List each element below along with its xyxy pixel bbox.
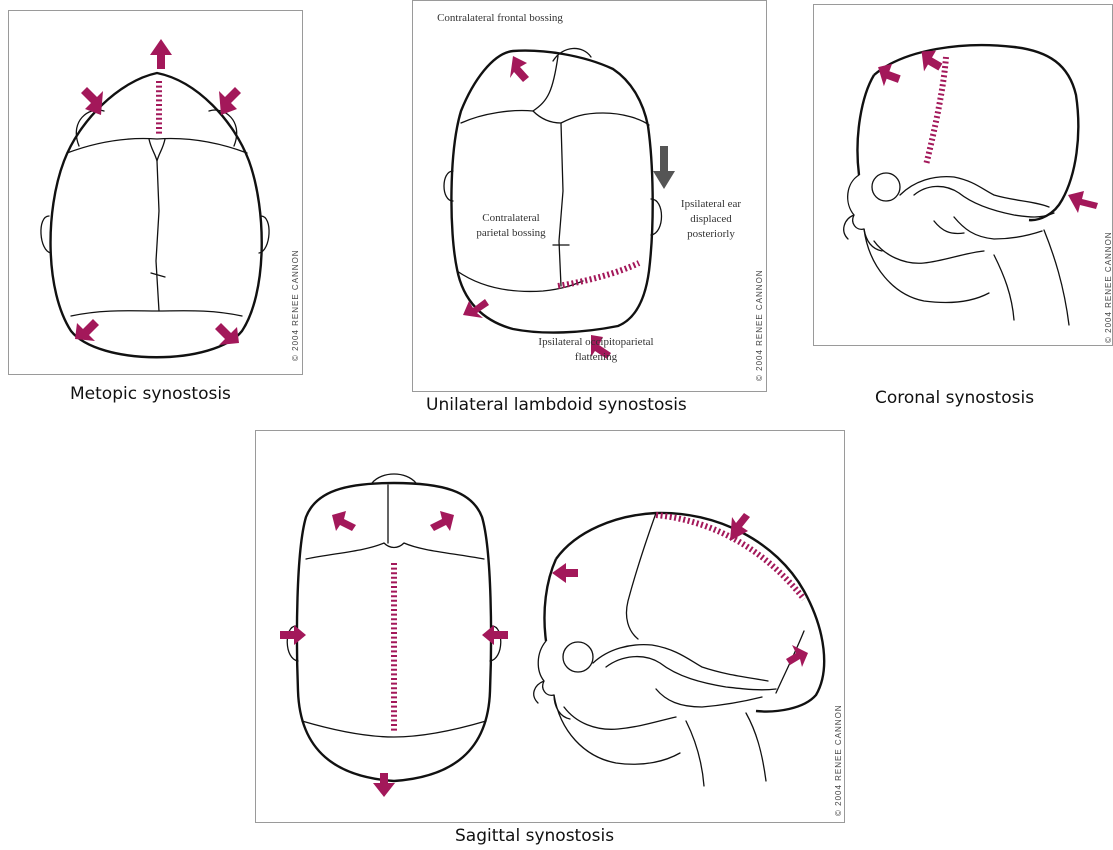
lambdoid-caption: Unilateral lambdoid synostosis	[426, 395, 687, 415]
frontal-bossing-label: Contralateral frontal bossing	[435, 11, 565, 26]
arrow-outward-icon	[430, 511, 454, 531]
sagittal-side-arrows	[552, 513, 808, 667]
coronal-panel: © 2004 RENEE CANNON	[813, 4, 1113, 346]
sagittal-skull-illustration	[256, 431, 845, 823]
occipitoparietal-flattening-label: Ipsilateral occipitoparietal flattening	[521, 335, 671, 365]
metopic-panel: © 2004 RENEE CANNON	[8, 10, 303, 375]
metopic-skull-illustration	[9, 11, 303, 375]
arrow-outward-icon	[332, 511, 356, 531]
ear-displaced-label: Ipsilateral ear displaced posteriorly	[671, 197, 751, 242]
arrow-inward-icon	[280, 625, 306, 645]
arrow-down-icon	[653, 146, 675, 189]
arrow-up-icon	[150, 39, 172, 69]
lambdoid-panel: Contralateral frontal bossing Ipsilatera…	[412, 0, 767, 392]
illustration-credit: © 2004 RENEE CANNON	[834, 704, 843, 816]
illustration-credit: © 2004 RENEE CANNON	[755, 269, 764, 381]
arrow-outward-icon	[75, 319, 99, 341]
coronal-skull-illustration	[814, 5, 1113, 346]
coronal-caption: Coronal synostosis	[875, 388, 1034, 408]
arrow-outward-icon	[552, 563, 578, 583]
arrow-inward-icon	[219, 87, 241, 115]
lambdoid-arrows	[463, 56, 675, 359]
arrow-outward-icon	[510, 56, 529, 82]
arrow-outward-icon	[786, 645, 808, 667]
arrow-outward-icon	[215, 323, 239, 345]
illustration-credit: © 2004 RENEE CANNON	[291, 249, 300, 361]
arrow-inward-icon	[482, 625, 508, 645]
parietal-bossing-label: Contralateral parietal bossing	[471, 211, 551, 241]
arrow-inward-icon	[81, 87, 103, 115]
sagittal-top-arrows	[280, 511, 508, 797]
arrow-down-icon	[373, 773, 395, 797]
sagittal-caption: Sagittal synostosis	[455, 826, 614, 846]
sagittal-panel: © 2004 RENEE CANNON	[255, 430, 845, 823]
metopic-caption: Metopic synostosis	[70, 384, 231, 404]
arrow-inward-icon	[1068, 191, 1098, 213]
arrow-inward-icon	[730, 513, 750, 541]
illustration-credit: © 2004 RENEE CANNON	[1104, 231, 1113, 343]
